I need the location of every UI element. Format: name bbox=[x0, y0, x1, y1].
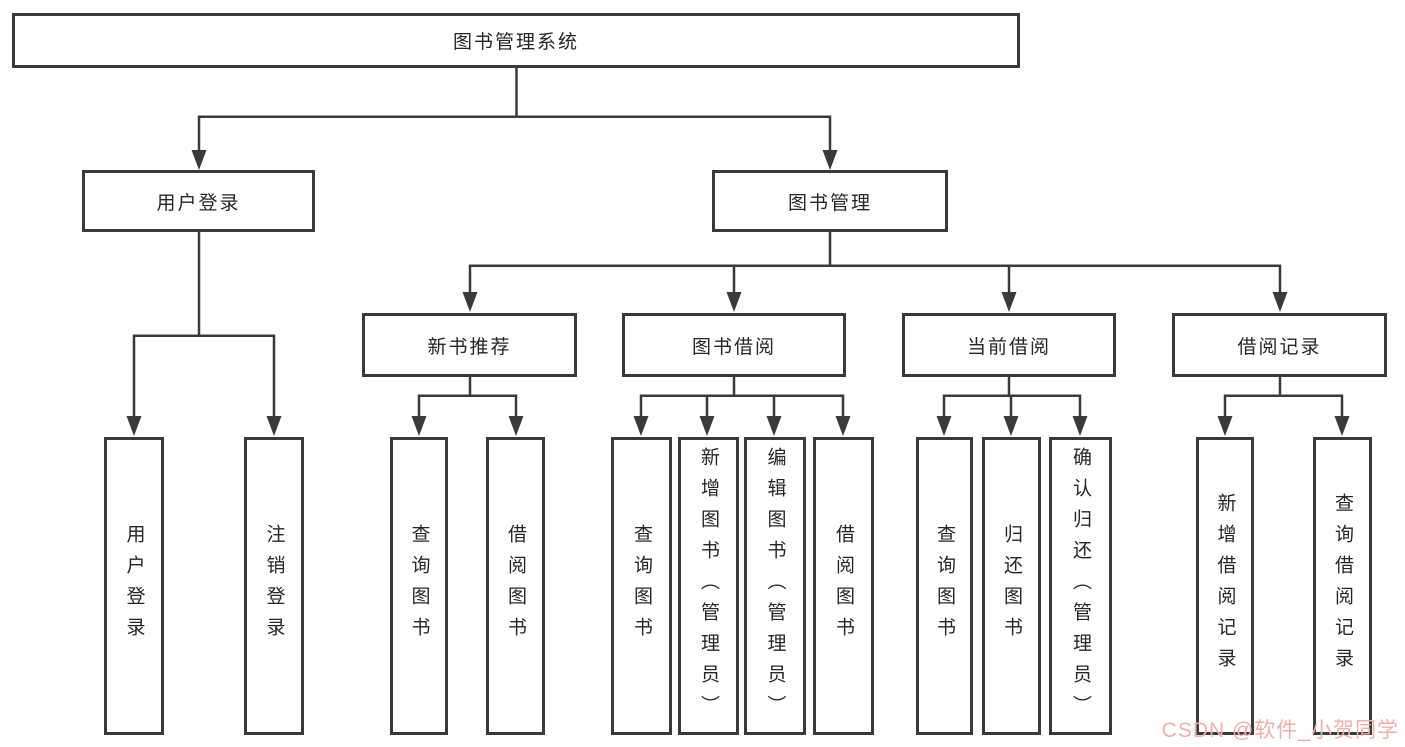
leaf-query-books-current: 查询图书 bbox=[916, 437, 973, 735]
node-label: 注销登录 bbox=[263, 524, 285, 648]
leaf-borrow-books: 借阅图书 bbox=[813, 437, 874, 735]
node-label: 新增图书（管理员） bbox=[698, 446, 719, 726]
connector-borrow-record-subtree bbox=[1217, 377, 1350, 436]
leaf-add-borrow-record: 新增借阅记录 bbox=[1196, 437, 1254, 735]
connector-book-management-subtree bbox=[462, 232, 1288, 312]
csdn-watermark: CSDN @软件_小贺同学 bbox=[1161, 719, 1399, 742]
node-root-system: 图书管理系统 bbox=[12, 13, 1020, 68]
node-label: 图书管理系统 bbox=[452, 32, 579, 53]
node-book-borrow: 图书借阅 bbox=[622, 313, 846, 377]
leaf-logout: 注销登录 bbox=[244, 437, 304, 735]
node-label: 借阅图书 bbox=[505, 524, 526, 648]
node-book-management: 图书管理 bbox=[712, 170, 948, 232]
leaf-user-login: 用户登录 bbox=[104, 437, 164, 735]
connector-current-borrow-subtree bbox=[936, 377, 1088, 436]
leaf-edit-books-admin: 编辑图书（管理员） bbox=[744, 437, 806, 735]
leaf-add-books-admin: 新增图书（管理员） bbox=[678, 437, 739, 735]
node-label: 查询图书 bbox=[408, 524, 430, 648]
node-label: 新书推荐 bbox=[427, 336, 512, 358]
node-borrow-record: 借阅记录 bbox=[1172, 313, 1387, 377]
connector-new-book-subtree bbox=[411, 377, 524, 436]
node-current-borrow: 当前借阅 bbox=[902, 313, 1116, 377]
node-label: 借阅记录 bbox=[1237, 336, 1322, 358]
node-label: 查询借阅记录 bbox=[1332, 493, 1353, 679]
node-label: 用户登录 bbox=[123, 524, 145, 648]
node-label: 查询图书 bbox=[631, 524, 652, 648]
node-label: 归还图书 bbox=[1001, 524, 1022, 648]
node-label: 新增借阅记录 bbox=[1214, 493, 1236, 679]
node-label: 查询图书 bbox=[934, 524, 955, 648]
leaf-borrow-books-recommend: 借阅图书 bbox=[486, 437, 545, 735]
node-label: 图书借阅 bbox=[691, 336, 776, 358]
connector-user-login-subtree bbox=[126, 232, 282, 436]
leaf-query-borrow-record: 查询借阅记录 bbox=[1313, 437, 1372, 735]
node-label: 借阅图书 bbox=[833, 524, 854, 648]
node-new-book-recommend: 新书推荐 bbox=[362, 313, 577, 377]
node-label: 用户登录 bbox=[156, 192, 241, 214]
node-label: 确认归还（管理员） bbox=[1070, 446, 1091, 726]
node-label: 图书管理 bbox=[787, 192, 872, 214]
connector-book-borrow-subtree bbox=[633, 377, 851, 436]
leaf-query-books-borrow: 查询图书 bbox=[611, 437, 672, 735]
node-label: 编辑图书（管理员） bbox=[764, 446, 786, 726]
node-user-login: 用户登录 bbox=[82, 170, 315, 232]
leaf-query-books-recommend: 查询图书 bbox=[390, 437, 448, 735]
node-label: 当前借阅 bbox=[966, 336, 1051, 358]
leaf-confirm-return-admin: 确认归还（管理员） bbox=[1049, 437, 1112, 735]
leaf-return-books: 归还图书 bbox=[982, 437, 1041, 735]
connector-root-to-branches bbox=[191, 68, 838, 170]
